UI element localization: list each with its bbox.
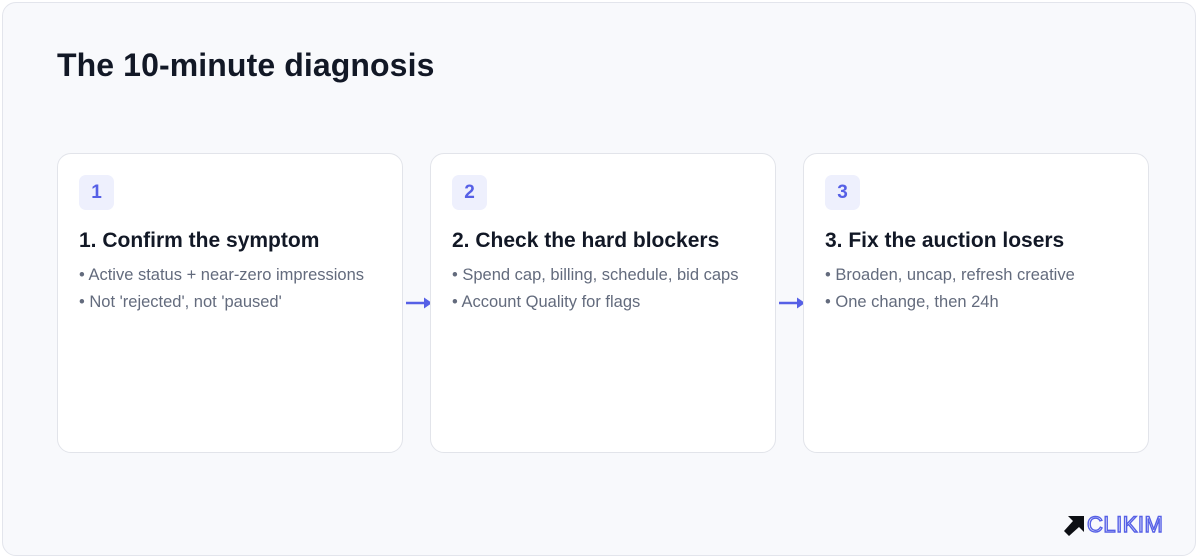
arrow-up-right-icon: [1064, 516, 1084, 536]
step-number-badge: 2: [452, 175, 487, 210]
step-bullet: • Not 'rejected', not 'paused': [79, 293, 282, 311]
step-bullet: • Broaden, uncap, refresh creative: [825, 266, 1075, 284]
step-bullet: • One change, then 24h: [825, 293, 999, 311]
step-bullet: • Spend cap, billing, schedule, bid caps: [452, 266, 739, 284]
step-card-1: 1 1. Confirm the symptom • Active status…: [57, 153, 403, 453]
step-title: 3. Fix the auction losers: [825, 229, 1065, 252]
step-title: 1. Confirm the symptom: [79, 229, 320, 252]
step-card-2: 2 2. Check the hard blockers • Spend cap…: [430, 153, 776, 453]
flow-arrow-icon: [406, 297, 432, 309]
step-bullet-list: • Broaden, uncap, refresh creative • One…: [825, 262, 1075, 316]
step-bullet-list: • Spend cap, billing, schedule, bid caps…: [452, 262, 738, 316]
step-number-badge: 3: [825, 175, 860, 210]
brand-logo-text: CLIKIM: [1086, 511, 1164, 537]
step-bullet: • Account Quality for flags: [452, 293, 641, 311]
step-bullet-list: • Active status + near-zero impressions …: [79, 262, 364, 316]
step-bullet: • Active status + near-zero impressions: [79, 266, 365, 284]
step-card-3: 3 3. Fix the auction losers • Broaden, u…: [803, 153, 1149, 453]
step-number-badge: 1: [79, 175, 114, 210]
page-title: The 10-minute diagnosis: [57, 47, 435, 83]
brand-logo: CLIKIM: [1064, 511, 1164, 538]
flow-arrow-icon: [779, 297, 805, 309]
step-title: 2. Check the hard blockers: [452, 229, 720, 252]
